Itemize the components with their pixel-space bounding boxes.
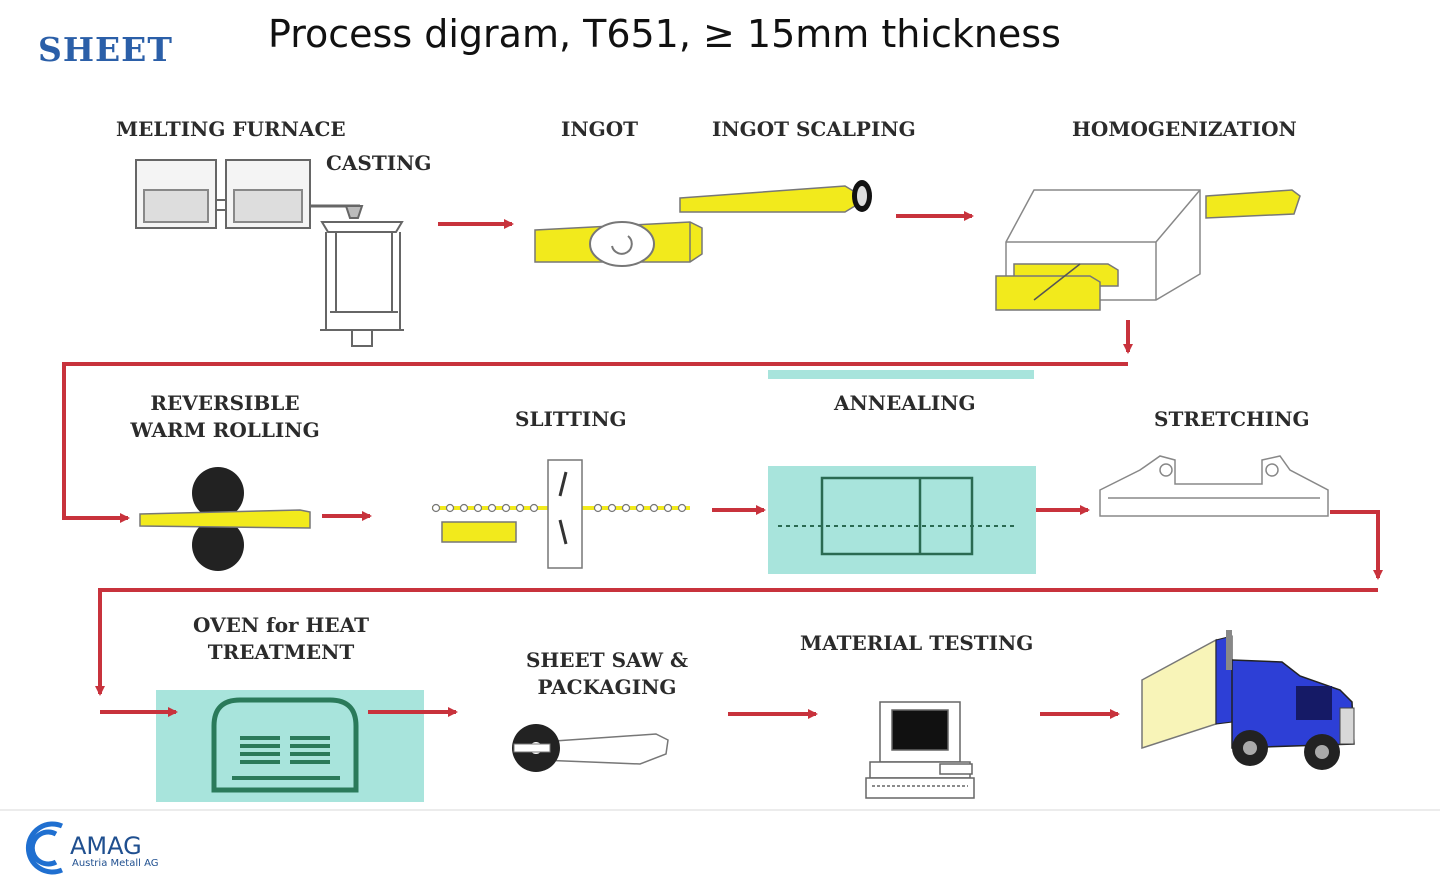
row3-arrows bbox=[100, 707, 1120, 719]
stretcher-icon bbox=[1099, 455, 1329, 517]
sheet-label: SHEET bbox=[38, 30, 173, 69]
label-ingot-scalping: INGOT SCALPING bbox=[712, 117, 916, 141]
row2-arrows bbox=[322, 505, 1383, 580]
slitting-icon bbox=[431, 459, 690, 569]
heat-treatment-oven-icon bbox=[156, 690, 424, 802]
amag-logo-icon bbox=[25, 821, 63, 875]
label-reversible-line2: WARM ROLLING bbox=[130, 418, 320, 442]
label-annealing: ANNEALING bbox=[834, 391, 976, 415]
scalping-icon bbox=[679, 180, 872, 213]
label-sheet-saw-packaging: SHEET SAW & PACKAGING bbox=[512, 647, 702, 701]
connector-row2-row3 bbox=[95, 588, 1378, 696]
label-oven-line1: OVEN for HEAT bbox=[193, 613, 369, 637]
label-saw-line1: SHEET SAW & bbox=[525, 648, 689, 672]
amag-logo-name: AMAG bbox=[70, 832, 142, 860]
label-homogenization: HOMOGENIZATION bbox=[1072, 117, 1297, 141]
page-title: Process digram, T651, ≥ 15mm thickness bbox=[268, 12, 1061, 56]
label-oven-heat-treatment: OVEN for HEAT TREATMENT bbox=[186, 612, 376, 666]
label-saw-line2: PACKAGING bbox=[537, 675, 677, 699]
label-material-testing: MATERIAL TESTING bbox=[800, 631, 1034, 655]
annealing-furnace-icon bbox=[768, 370, 1036, 574]
label-reversible-line1: REVERSIBLE bbox=[150, 391, 300, 415]
delivery-truck-icon bbox=[1141, 630, 1355, 770]
testing-computer-icon bbox=[865, 701, 975, 799]
ingot-icon bbox=[534, 221, 703, 267]
label-oven-line2: TREATMENT bbox=[207, 640, 355, 664]
homogenization-furnace-icon bbox=[995, 189, 1301, 311]
label-slitting: SLITTING bbox=[515, 407, 627, 428]
connector-row1-row2 bbox=[62, 362, 1128, 523]
label-melting-furnace: MELTING FURNACE bbox=[116, 117, 346, 141]
label-casting: CASTING bbox=[326, 151, 432, 175]
sheet-saw-icon bbox=[512, 724, 669, 772]
amag-logo-sub: Austria Metall AG bbox=[72, 858, 159, 869]
casting-mold-icon bbox=[320, 205, 404, 347]
label-stretching: STRETCHING bbox=[1154, 407, 1310, 431]
label-ingot: INGOT bbox=[561, 117, 639, 141]
label-reversible-warm-rolling: REVERSIBLE WARM ROLLING bbox=[130, 390, 320, 444]
row1-arrows bbox=[438, 211, 1133, 354]
rolling-mill-icon bbox=[139, 467, 311, 571]
melting-furnace-icon bbox=[135, 159, 360, 229]
